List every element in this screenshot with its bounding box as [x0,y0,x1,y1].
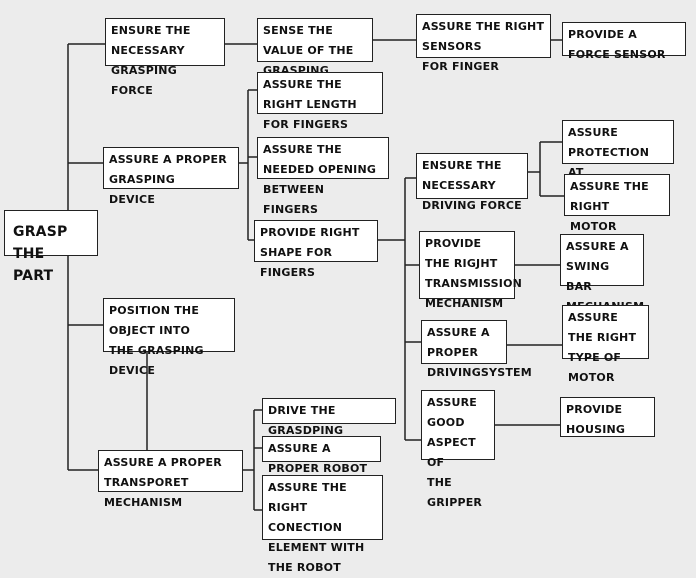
node-right-finger-length: ASSURE THE RIGHT LENGTH FOR FINGERS [257,72,383,131]
node-right-motor: ASSURE THE RIGHT MOTOR [564,174,670,233]
node-right-sensors: ASSURE THE RIGHT SENSORS FOR FINGER [416,14,551,73]
node-position-object: POSITION THE OBJECT INTO THE GRASPING DE… [103,298,235,377]
node-drive-grasping-device: DRIVE THE GRASDPING DEVICE [262,398,396,457]
node-proper-robot: ASSURE A PROPER ROBOT [262,436,381,475]
node-needed-opening: ASSURE THE NEEDED OPENING BETWEEN FINGER… [257,137,389,216]
node-proper-grasping-device: ASSURE A PROPER GRASPING DEVICE [103,147,239,206]
node-proper-transport-mechanism: ASSURE A PROPER TRANSPORET MECHANISM [98,450,243,509]
connector-lines [58,39,564,511]
node-connection-element: ASSURE THE RIGHT CONECTION ELEMENT WITH … [262,475,383,574]
node-necessary-driving-force: ENSURE THE NECESSARY DRIVING FORCE [416,153,528,212]
node-sense-force-value: SENSE THE VALUE OF THE GRASPING FORCE [257,18,373,97]
node-transmission-mechanism: PROVIDE THE RIGJHT TRANSMISSION MECHANIS… [419,231,522,310]
node-force-sensor: PROVIDE A FORCE SENSOR [562,22,686,61]
node-proper-driving-system: ASSURE A PROPER DRIVINGSYSTEM [421,320,532,379]
function-decomposition-diagram: GRASP THE PART ENSURE THE NECESSARY GRAS… [4,14,686,574]
node-provide-housing: PROVIDE HOUSING [560,397,655,437]
node-grasp-the-part: GRASP THE PART [4,210,98,284]
node-noise-protection: ASSURE PROTECTION AT NOISE [562,120,674,199]
node-swing-bar: ASSURE A SWING BAR MECHANISM [560,234,644,313]
node-ensure-grasping-force: ENSURE THE NECESSARY GRASPING FORCE [105,18,225,97]
node-good-gripper-aspect: ASSURE GOOD ASPECT OF THE GRIPPER [421,390,495,509]
node-right-motor-type: ASSURE THE RIGHT TYPE OF MOTOR [562,305,649,384]
node-right-finger-shape: PROVIDE RIGHT SHAPE FOR FINGERS [254,220,378,279]
